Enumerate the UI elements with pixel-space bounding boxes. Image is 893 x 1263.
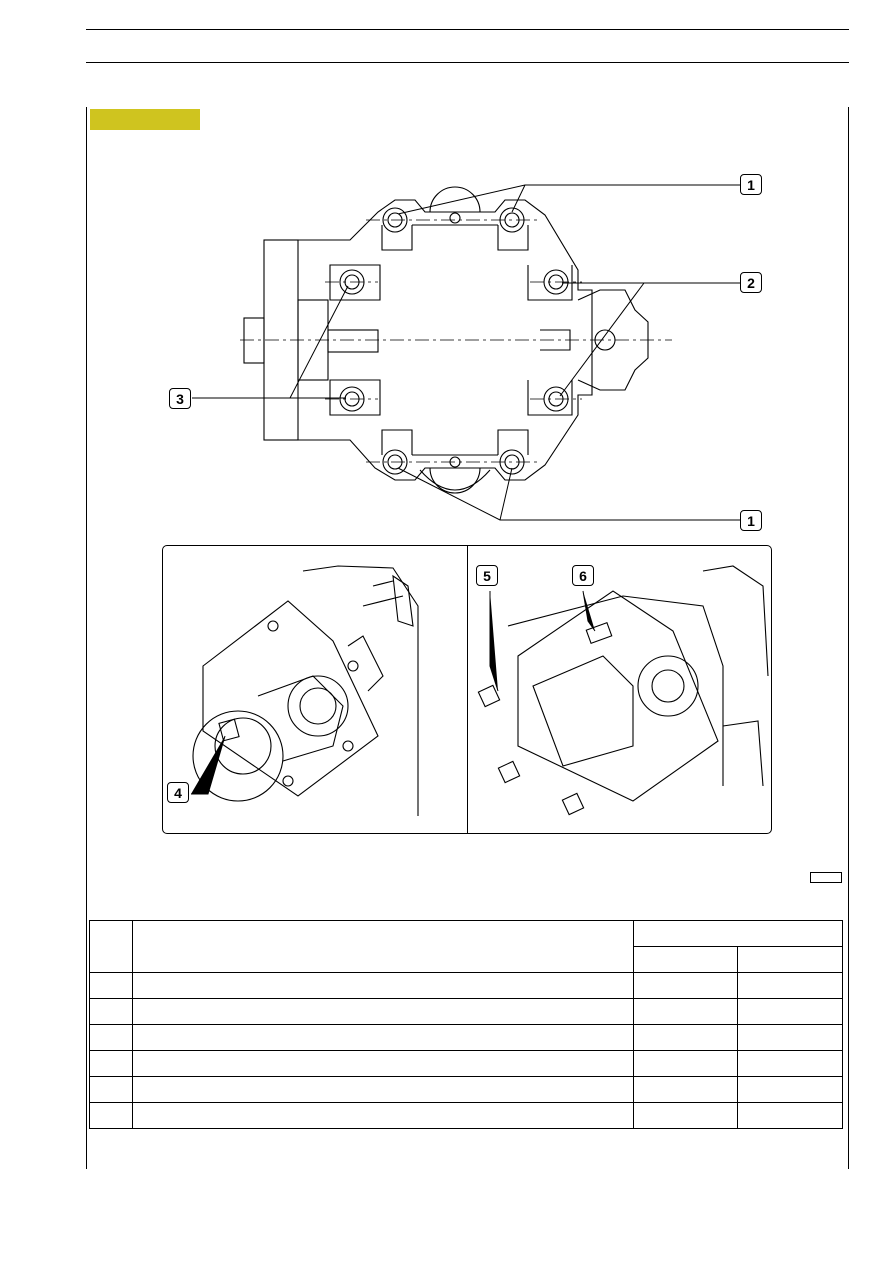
drive-shaft-stub — [243, 317, 265, 364]
header-no — [89, 920, 133, 973]
bolt-1c — [382, 449, 408, 475]
right-pump-body — [517, 590, 719, 802]
right-margin-rule — [848, 107, 849, 1169]
table-row — [89, 998, 843, 1025]
section-header-band — [90, 109, 200, 130]
leader-5 — [489, 591, 499, 692]
photo-divider — [467, 546, 468, 833]
table-row — [89, 972, 843, 999]
pump-flange-diagram — [192, 184, 740, 521]
table-row — [89, 1102, 843, 1129]
header-rule-top — [86, 29, 849, 30]
leader-4 — [191, 735, 226, 795]
torque-table — [89, 920, 843, 1129]
callout-3: 3 — [169, 388, 191, 409]
leader-6 — [582, 590, 596, 632]
header-rule-bottom — [86, 62, 849, 63]
callout-6: 6 — [572, 565, 594, 586]
bolt-1a — [382, 207, 408, 233]
header-unit-2 — [737, 946, 843, 973]
callout-4: 4 — [167, 782, 189, 803]
leader-2 — [559, 282, 740, 397]
header-torque — [633, 920, 843, 947]
header-description — [132, 920, 634, 973]
leader-3 — [192, 285, 349, 399]
callout-2: 2 — [740, 272, 762, 293]
callout-1-top: 1 — [740, 174, 762, 195]
table-row — [89, 1024, 843, 1051]
pump-cutaway-illustrations — [162, 545, 772, 834]
figure-number-tag — [810, 872, 842, 883]
table-row — [89, 1050, 843, 1077]
left-margin-rule — [86, 107, 87, 1169]
leader-1-bottom — [397, 467, 740, 521]
callout-5: 5 — [476, 565, 498, 586]
leader-1-top — [397, 184, 740, 215]
left-flange-plate — [202, 600, 379, 797]
pump-cutaway-drawings — [191, 565, 769, 816]
header-unit-1 — [633, 946, 738, 973]
callout-1-bottom: 1 — [740, 510, 762, 531]
table-row — [89, 1076, 843, 1103]
